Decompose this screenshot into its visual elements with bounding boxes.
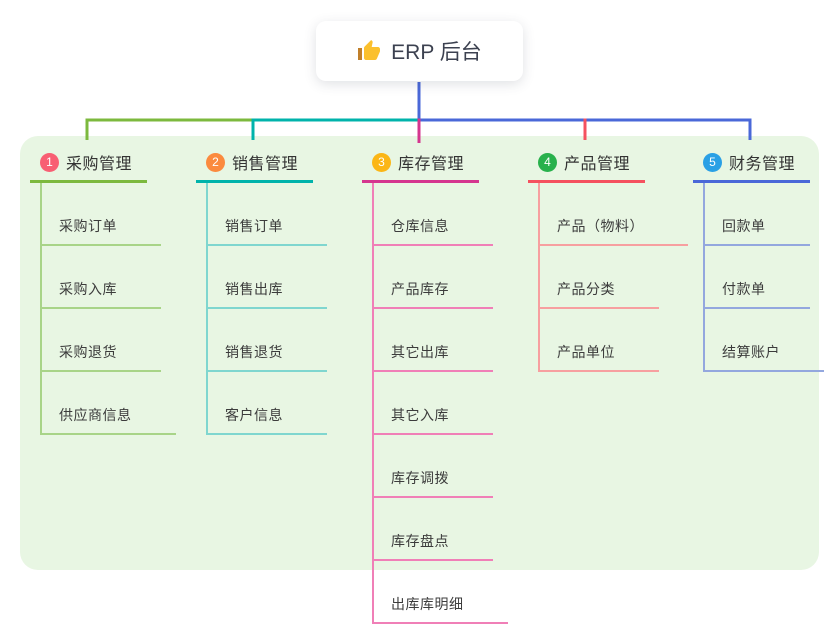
- branch-4: 4 产品管理 产品（物料）产品分类产品单位: [528, 148, 688, 372]
- branch-items: 回款单付款单结算账户: [703, 183, 824, 372]
- branch-items: 产品（物料）产品分类产品单位: [538, 183, 688, 372]
- branch-title-node[interactable]: 2 销售管理: [196, 148, 313, 183]
- branch-number-badge: 2: [206, 152, 225, 172]
- connector-lines: [85, 82, 752, 143]
- root-node-title: ERP 后台: [391, 41, 482, 64]
- branch-3-item-3[interactable]: 其它出库: [374, 309, 493, 372]
- branch-1: 1 采购管理 采购订单采购入库采购退货供应商信息: [30, 148, 176, 435]
- root-node-erp[interactable]: ERP 后台: [316, 21, 523, 81]
- branch-title-node[interactable]: 3 库存管理: [362, 148, 479, 183]
- branch-label: 产品管理: [564, 156, 631, 173]
- branch-2-item-4[interactable]: 客户信息: [208, 372, 327, 435]
- branch-1-item-2[interactable]: 采购入库: [42, 246, 161, 309]
- branch-3-item-4[interactable]: 其它入库: [374, 372, 493, 435]
- branch-2-item-3[interactable]: 销售退货: [208, 309, 327, 372]
- branch-2: 2 销售管理 销售订单销售出库销售退货客户信息: [196, 148, 327, 435]
- branch-3-item-2[interactable]: 产品库存: [374, 246, 493, 309]
- branch-number-badge: 5: [703, 152, 722, 172]
- branch-4-item-3[interactable]: 产品单位: [540, 309, 659, 372]
- branch-5-item-3[interactable]: 结算账户: [705, 309, 824, 372]
- branch-title-node[interactable]: 1 采购管理: [30, 148, 147, 183]
- branch-3-item-7[interactable]: 出库库明细: [374, 561, 508, 624]
- branch-3-item-1[interactable]: 仓库信息: [374, 183, 493, 246]
- branch-4-item-2[interactable]: 产品分类: [540, 246, 659, 309]
- thumbs-up-icon: [358, 40, 381, 60]
- branch-items: 仓库信息产品库存其它出库其它入库库存调拨库存盘点出库库明细: [372, 183, 508, 624]
- branch-label: 采购管理: [66, 156, 133, 173]
- branch-number-badge: 1: [40, 152, 59, 172]
- branch-number-badge: 4: [538, 152, 557, 172]
- branch-label: 财务管理: [729, 156, 796, 173]
- branch-items: 采购订单采购入库采购退货供应商信息: [40, 183, 176, 435]
- branch-number-badge: 3: [372, 152, 391, 172]
- branch-1-item-4[interactable]: 供应商信息: [42, 372, 176, 435]
- branch-label: 库存管理: [398, 156, 465, 173]
- branch-title-node[interactable]: 4 产品管理: [528, 148, 645, 183]
- branch-2-item-1[interactable]: 销售订单: [208, 183, 327, 246]
- branch-items: 销售订单销售出库销售退货客户信息: [206, 183, 327, 435]
- branch-3-item-6[interactable]: 库存盘点: [374, 498, 493, 561]
- branch-label: 销售管理: [232, 156, 299, 173]
- branch-5-item-1[interactable]: 回款单: [705, 183, 810, 246]
- branch-1-item-3[interactable]: 采购退货: [42, 309, 161, 372]
- branch-3: 3 库存管理 仓库信息产品库存其它出库其它入库库存调拨库存盘点出库库明细: [362, 148, 508, 624]
- branch-2-item-2[interactable]: 销售出库: [208, 246, 327, 309]
- branch-5-item-2[interactable]: 付款单: [705, 246, 810, 309]
- branch-3-item-5[interactable]: 库存调拨: [374, 435, 493, 498]
- branch-4-item-1[interactable]: 产品（物料）: [540, 183, 688, 246]
- branch-1-item-1[interactable]: 采购订单: [42, 183, 161, 246]
- branch-5: 5 财务管理 回款单付款单结算账户: [693, 148, 824, 372]
- branch-title-node[interactable]: 5 财务管理: [693, 148, 810, 183]
